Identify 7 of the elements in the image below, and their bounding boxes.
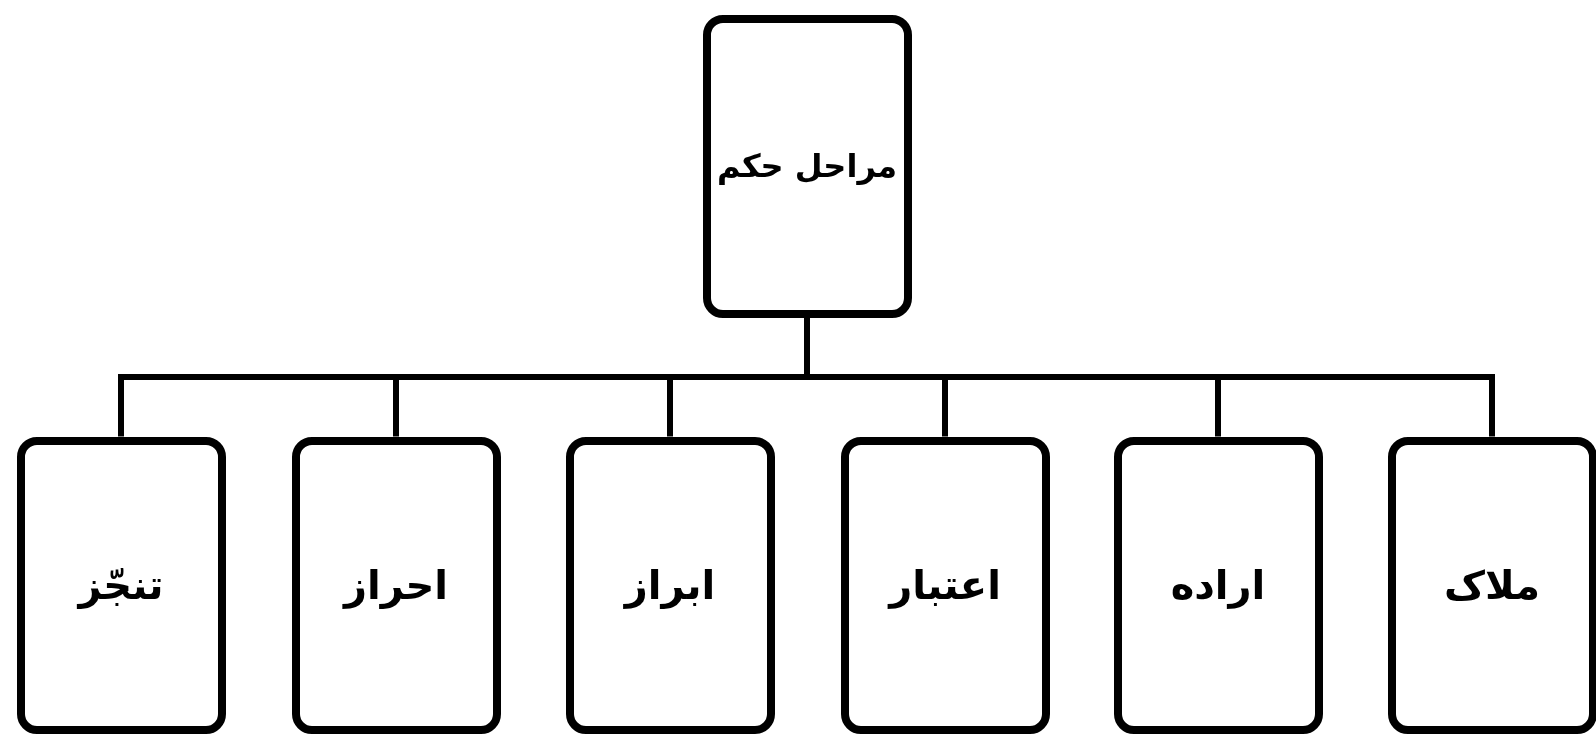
stage-box: اراده <box>1113 436 1323 734</box>
stage-box: تنجّز <box>16 436 226 734</box>
stage-box: اعتبار <box>840 436 1050 734</box>
stage-box: مراحل حکم <box>702 14 912 318</box>
stage-box: ملاک <box>1387 436 1596 734</box>
stage-box: احراز <box>291 436 501 734</box>
stage-box: ابراز <box>565 436 775 734</box>
